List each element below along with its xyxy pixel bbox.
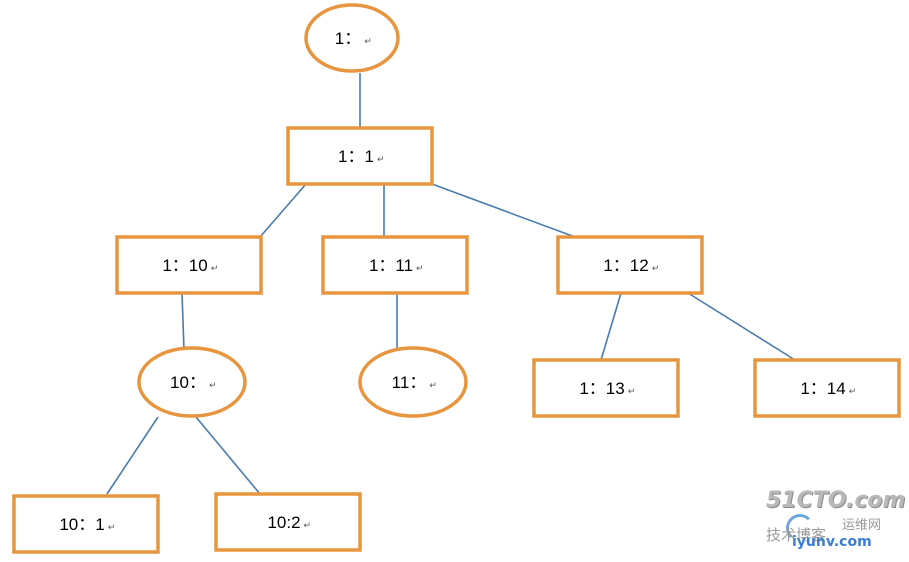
node-label: 1：1 [338,147,374,166]
edge-n1_12-n1_13 [600,292,622,361]
box-node-n1_10: 1：10 ↵ [115,235,263,295]
ellipse-node-e10: 10：↵ [137,346,247,418]
edge-n1_1-n1_10 [259,183,307,238]
paragraph-mark-icon: ↵ [416,264,424,274]
box-node-n10_1: 10：1 ↵ [12,494,160,554]
edge-e10-n10_2 [195,416,261,495]
node-ellipse [137,346,247,418]
node-label: 1：10 [162,256,207,275]
paragraph-mark-icon: ↵ [364,37,372,47]
node-label: 1：12 [603,256,648,275]
nodes-layer: 1：↵1：1↵1：10↵1：11↵1：12↵10：↵11：↵1：13↵1：14↵… [12,3,901,554]
box-node-n1_1: 1：1↵ [286,126,434,186]
node-rect [12,494,160,554]
watermark: 51CTO.com 运维网 技术博客 iyunv.com [762,488,906,556]
ellipse-node-e11: 11：↵ [358,346,468,418]
box-node-n1_11: 1：11↵ [321,235,469,295]
node-ellipse [358,346,468,418]
edge-n1_12-n1_14 [687,292,796,361]
paragraph-mark-icon: ↵ [628,387,636,397]
node-label: 1：14 [800,379,845,398]
box-node-n1_13: 1：13 ↵ [532,358,680,418]
paragraph-mark-icon: ↵ [652,264,660,274]
node-label: 10：1 [59,515,104,534]
paragraph-mark-icon: ↵ [429,381,437,391]
paragraph-mark-icon: ↵ [209,381,217,391]
box-node-n1_12: 1：12 ↵ [556,235,704,295]
box-node-n10_2: 10:2 ↵ [214,492,362,552]
box-node-n1_14: 1：14 ↵ [753,358,901,418]
node-rect [753,358,901,418]
paragraph-mark-icon: ↵ [377,155,385,165]
watermark-cn-right: 运维网 [842,518,882,533]
node-label: 1：11 [369,256,413,275]
node-label: 1：13 [579,379,624,398]
node-label: 10： [170,373,206,392]
node-label: 11： [392,373,427,392]
node-rect [214,492,362,552]
paragraph-mark-icon: ↵ [108,523,116,533]
edge-n1_10-e10 [181,292,185,351]
node-label: 10:2 [267,513,300,532]
edge-e10-n10_1 [106,416,159,495]
node-rect [321,235,469,295]
ellipse-node-root: 1：↵ [304,3,400,73]
node-label: 1： [335,29,361,48]
watermark-cn-left: 技术博客 [766,526,827,544]
edge-n1_1-n1_12 [431,183,576,238]
paragraph-mark-icon: ↵ [304,521,312,531]
swirl-icon [786,514,814,542]
node-rect [115,235,263,295]
watermark-logo: 51CTO.com [766,488,906,513]
paragraph-mark-icon: ↵ [849,387,857,397]
paragraph-mark-icon: ↵ [211,264,219,274]
node-rect [286,126,434,186]
edges-layer [106,73,796,495]
node-rect [556,235,704,295]
node-ellipse [304,3,400,73]
node-rect [532,358,680,418]
watermark-domain: iyunv.com [792,534,872,550]
